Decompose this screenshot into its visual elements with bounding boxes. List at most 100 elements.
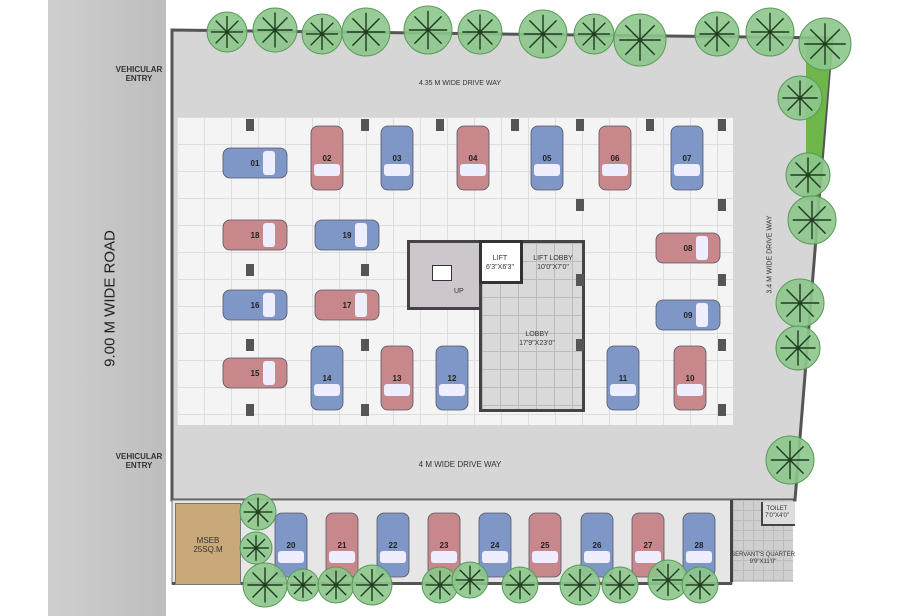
column xyxy=(576,274,584,286)
slot-number: 08 xyxy=(684,244,693,253)
parking-slot-16: 16 xyxy=(222,289,288,321)
slot-number: 15 xyxy=(251,369,260,378)
windshield xyxy=(460,164,486,176)
parking-slot-08: 08 xyxy=(655,232,721,264)
tree-icon xyxy=(286,568,320,602)
windshield xyxy=(584,551,610,563)
column xyxy=(361,119,369,131)
windshield xyxy=(263,361,275,385)
slot-number: 27 xyxy=(644,541,653,550)
tree-icon xyxy=(694,11,740,57)
column xyxy=(246,404,254,416)
windshield xyxy=(677,384,703,396)
column xyxy=(718,274,726,286)
parking-slot-18: 18 xyxy=(222,219,288,251)
windshield xyxy=(355,293,367,317)
road xyxy=(48,0,166,616)
windshield xyxy=(314,164,340,176)
slot-number: 09 xyxy=(684,311,693,320)
slot-number: 01 xyxy=(251,159,260,168)
windshield xyxy=(384,164,410,176)
parking-slot-20: 20 xyxy=(274,512,308,578)
parking-slot-22: 22 xyxy=(376,512,410,578)
parking-slot-01: 01 xyxy=(222,147,288,179)
slot-number: 20 xyxy=(287,541,296,550)
tree-icon xyxy=(518,9,568,59)
slot-number: 19 xyxy=(343,231,352,240)
slot-number: 22 xyxy=(389,541,398,550)
windshield xyxy=(686,551,712,563)
windshield xyxy=(532,551,558,563)
column xyxy=(718,404,726,416)
parking-slot-11: 11 xyxy=(606,345,640,411)
driveway-top-label: 4.35 M WIDE DRIVE WAY xyxy=(418,80,502,87)
parking-slot-24: 24 xyxy=(478,512,512,578)
slot-number: 04 xyxy=(469,154,478,163)
lift xyxy=(479,240,523,284)
staircase: UP xyxy=(407,240,485,310)
windshield xyxy=(696,236,708,260)
parking-slot-06: 06 xyxy=(598,125,632,191)
slot-number: 26 xyxy=(593,541,602,550)
slot-number: 10 xyxy=(686,374,695,383)
slot-number: 07 xyxy=(683,154,692,163)
column xyxy=(718,199,726,211)
windshield xyxy=(263,293,275,317)
parking-slot-21: 21 xyxy=(325,512,359,578)
slot-number: 12 xyxy=(448,374,457,383)
windshield xyxy=(278,551,304,563)
vehicular-entry-bottom: VEHICULAR ENTRY xyxy=(115,452,163,470)
windshield xyxy=(263,223,275,247)
windshield xyxy=(610,384,636,396)
parking-slot-09: 09 xyxy=(655,299,721,331)
parking-slot-13: 13 xyxy=(380,345,414,411)
slot-number: 28 xyxy=(695,541,704,550)
parking-slot-17: 17 xyxy=(314,289,380,321)
tree-icon xyxy=(765,435,815,485)
tree-icon xyxy=(787,195,837,245)
slot-number: 06 xyxy=(611,154,620,163)
tree-icon xyxy=(681,566,719,604)
windshield xyxy=(439,384,465,396)
tree-icon xyxy=(242,562,288,608)
tree-icon xyxy=(777,75,823,121)
tree-icon xyxy=(798,17,852,71)
tree-icon xyxy=(647,559,689,601)
parking-slot-05: 05 xyxy=(530,125,564,191)
slot-number: 18 xyxy=(251,231,260,240)
parking-slot-02: 02 xyxy=(310,125,344,191)
tree-icon xyxy=(239,531,273,565)
windshield xyxy=(431,551,457,563)
column xyxy=(576,339,584,351)
parking-slot-19: 19 xyxy=(314,219,380,251)
parking-slot-26: 26 xyxy=(580,512,614,578)
slot-number: 25 xyxy=(541,541,550,550)
tree-icon xyxy=(573,13,615,55)
column xyxy=(646,119,654,131)
slot-number: 13 xyxy=(393,374,402,383)
tree-icon xyxy=(301,13,343,55)
tree-icon xyxy=(501,566,539,604)
windshield xyxy=(380,551,406,563)
toilet xyxy=(761,502,795,526)
tree-icon xyxy=(559,564,601,606)
windshield xyxy=(263,151,275,175)
parking-slot-07: 07 xyxy=(670,125,704,191)
slot-number: 11 xyxy=(619,374,628,383)
tree-icon xyxy=(451,561,489,599)
column xyxy=(718,339,726,351)
column xyxy=(576,199,584,211)
windshield xyxy=(534,164,560,176)
tree-icon xyxy=(785,152,831,198)
parking-slot-25: 25 xyxy=(528,512,562,578)
vehicular-entry-top: VEHICULAR ENTRY xyxy=(115,65,163,83)
column xyxy=(718,119,726,131)
windshield xyxy=(635,551,661,563)
